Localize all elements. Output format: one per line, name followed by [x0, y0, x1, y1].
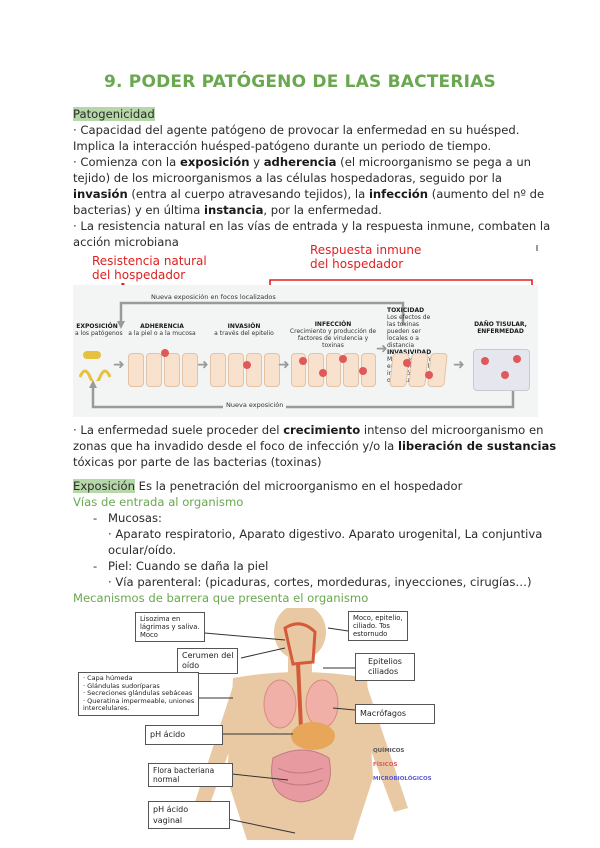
exposicion-heading: Exposición Es la penetración del microor… — [73, 479, 463, 493]
text-line: · La resistencia natural en las vías de … — [73, 219, 551, 233]
spirillum-shape — [78, 369, 112, 381]
legend-quimicos: QUÍMICOS — [373, 748, 405, 754]
pathogen-dot — [481, 357, 489, 365]
pathogen-dot — [243, 361, 251, 369]
text-line: ocular/oído. — [108, 543, 177, 557]
pathogen-dot — [161, 349, 169, 357]
text-line: bacterias) y en última instancia, por la… — [73, 203, 382, 217]
box-piel: · Capa húmeda· Glándulas sudoríparas· Se… — [78, 672, 200, 716]
text-line: zonas que ha invadido desde el foco de i… — [73, 439, 557, 453]
text-line: Implica la interacción huésped-patógeno … — [73, 139, 492, 153]
arrow-icon: ➜ — [113, 357, 125, 373]
pathogen-dot — [501, 371, 509, 379]
bullet: - — [93, 559, 98, 573]
page-title: 9. PODER PATÓGENO DE LAS BACTERIAS — [103, 72, 496, 92]
mucosas-item: Mucosas: — [108, 511, 162, 525]
diagram-loops — [89, 301, 515, 409]
arrow-icon: ➜ — [197, 357, 209, 373]
pathogen-dot — [299, 357, 307, 365]
arrow-icon: ➜ — [453, 357, 465, 373]
bacterium-shape — [83, 351, 101, 359]
stage-dano: DAÑO TISULAR, ENFERMEDAD — [474, 321, 527, 335]
pathogen-dot — [425, 371, 433, 379]
text-line: · Capacidad del agente patógeno de provo… — [73, 123, 520, 137]
tissue-toxicidad — [389, 353, 448, 387]
text-line: invasión (entra al cuerpo atravesando te… — [73, 187, 545, 201]
text-line: acción microbiana — [73, 235, 179, 249]
pathogen-dot — [339, 355, 347, 363]
arrow-icon: ➜ — [278, 357, 290, 373]
vias-heading: Vías de entrada al organismo — [73, 495, 244, 509]
box-ph-acido: pH ácido — [145, 725, 223, 745]
text-line: · Comienza con la exposición y adherenci… — [73, 155, 532, 169]
loop-label-top: Nueva exposición en focos localizados — [148, 294, 279, 301]
connector-lines — [137, 627, 356, 834]
pathogen-dot — [359, 367, 367, 375]
piel-item: Piel: Cuando se daña la piel — [108, 559, 269, 573]
text-line: · Aparato respiratorio, Aparato digestiv… — [108, 527, 543, 541]
legend-fisicos: FÍSICOS — [373, 762, 398, 768]
bullet: - — [93, 511, 98, 525]
mecanismos-heading: Mecanismos de barrera que presenta el or… — [73, 591, 369, 605]
text-line: tóxicas por parte de las bacterias (toxi… — [73, 455, 322, 469]
damaged-tissue — [473, 349, 530, 391]
pathogen-dot — [513, 355, 521, 363]
box-macrofagos: Macrófagos — [355, 704, 435, 724]
text-line: · Vía parenteral: (picaduras, cortes, mo… — [108, 575, 532, 589]
body-silhouette — [193, 608, 408, 840]
pathogenesis-diagram: Nueva exposición en focos localizados Nu… — [73, 285, 538, 417]
text-line: · La enfermedad suele proceder del creci… — [73, 423, 544, 437]
patogenicidad-heading: Patogenicidad — [73, 107, 155, 121]
text-line: tejido) de los microorganismos a las cél… — [73, 171, 502, 185]
loop-label-bottom: Nueva exposición — [223, 402, 287, 409]
pathogen-dot — [403, 359, 411, 367]
tissue-adherencia — [128, 353, 198, 387]
tissue-invasion — [210, 353, 280, 387]
pathogen-dot — [319, 369, 327, 377]
legend-microbiologicos: MICROBIOLÓGICOS — [373, 776, 432, 782]
arrow-icon: ➜ — [376, 341, 388, 357]
